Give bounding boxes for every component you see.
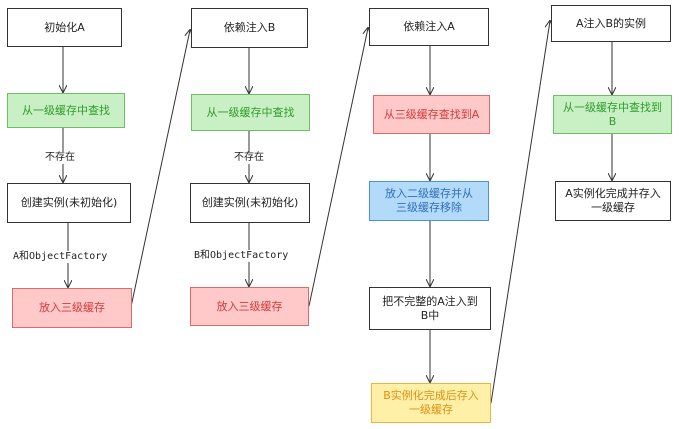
node-c1-create-instance: 创建实例(未初始化) [7,183,131,223]
node-c2-lookup-l1: 从一级缓存中查找 [191,94,310,131]
node-c3-found-in-l3: 从三级缓存查找到A [373,95,490,134]
node-init-a: 初始化A [7,8,122,47]
node-inject-a: 依赖注入A [369,8,489,46]
node-c3-inject-partial-a: 把不完整的A注入到B中 [369,287,491,330]
edge-label-c2-objectfactory: B和ObjectFactory [193,250,290,262]
node-c2-put-l3: 放入三级缓存 [190,287,309,326]
node-inject-b: 依赖注入B [191,8,308,48]
node-c1-lookup-l1: 从一级缓存中查找 [7,93,125,128]
edge-c2-to-c3 [308,28,368,307]
edge-label-c1-objectfactory: A和ObjectFactory [12,251,109,263]
node-c2-create-instance: 创建实例(未初始化) [190,183,310,223]
node-a-inject-b-instance: A注入B的实例 [551,5,671,42]
node-c3-b-complete: B实例化完成后存入一级缓存 [371,383,491,423]
node-c3-move-to-l2: 放入二级缓存并从三级缓存移除 [369,181,489,221]
edge-label-c2-not-exist: 不存在 [233,152,265,164]
edge-c3-to-c4 [490,21,550,404]
edge-label-c1-not-exist: 不存在 [44,152,76,164]
edge-c1-to-c2 [130,30,190,308]
node-c1-put-l3: 放入三级缓存 [12,288,132,328]
node-c4-found-b-in-l1: 从一级缓存中查找到B [553,95,672,134]
node-c4-a-complete: A实例化完成并存入一级缓存 [555,181,671,221]
